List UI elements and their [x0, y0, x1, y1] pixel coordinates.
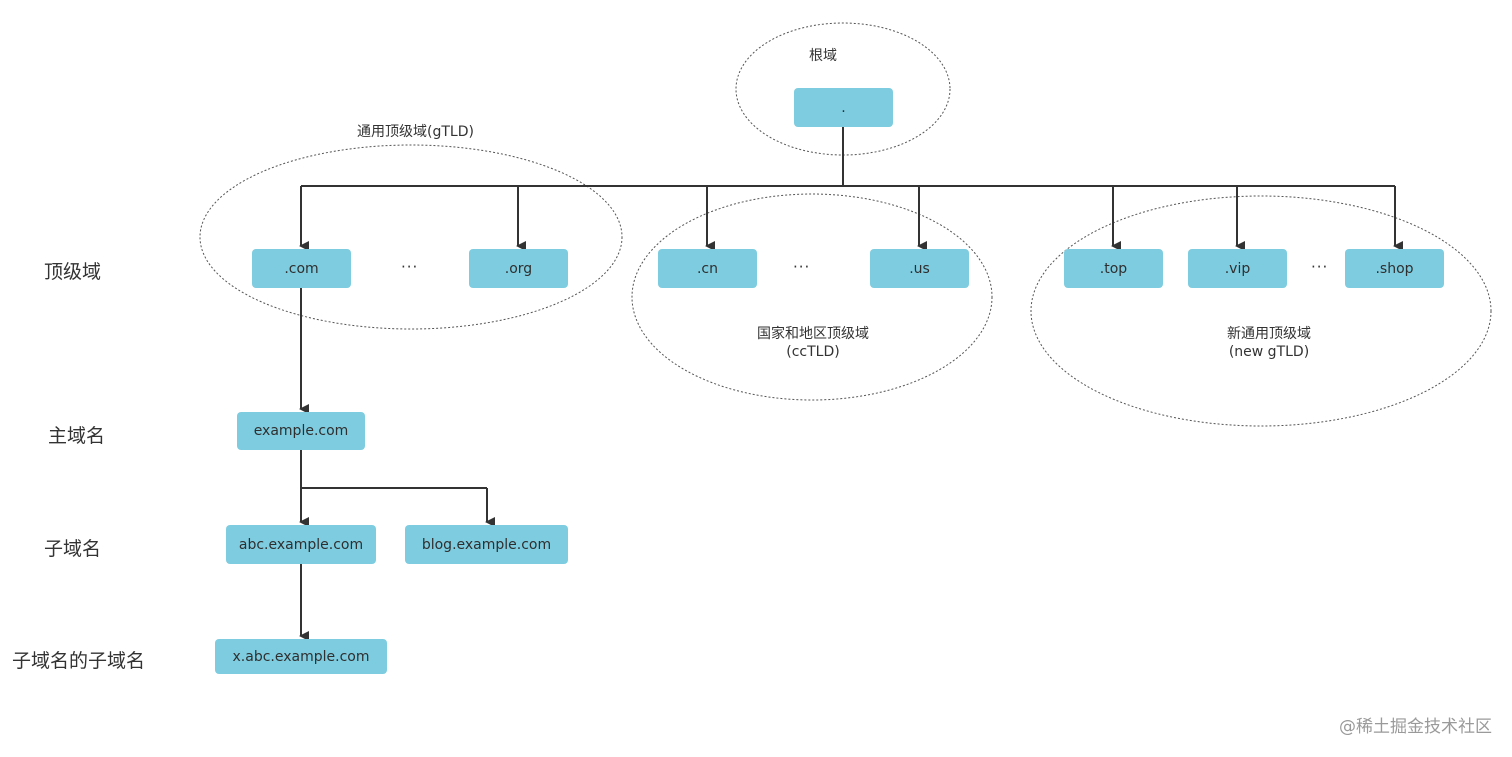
tld-node-shop: .shop: [1345, 249, 1444, 288]
cctld-ellipsis: ···: [793, 258, 811, 276]
root-node: .: [794, 88, 893, 127]
sub-subdomain-node: x.abc.example.com: [215, 639, 387, 674]
watermark: @稀土掘金技术社区: [1339, 717, 1492, 737]
tld-node-com: .com: [252, 249, 351, 288]
level-label-sub-subdomain: 子域名的子域名: [12, 650, 146, 672]
gtld-group-label: 通用顶级域(gTLD): [357, 124, 474, 140]
newgtld-label-line1: 新通用顶级域: [1227, 326, 1311, 342]
tld-node-vip: .vip: [1188, 249, 1287, 288]
cctld-label-line1: 国家和地区顶级域: [757, 326, 869, 342]
level-label-subdomain: 子域名: [44, 538, 102, 560]
gtld-group-ellipse: [199, 144, 623, 330]
cctld-label-line2: (ccTLD): [786, 344, 840, 360]
cctld-group-ellipse: [631, 193, 993, 401]
tld-node-us: .us: [870, 249, 969, 288]
cctld-group-label: 国家和地区顶级域 (ccTLD): [738, 325, 888, 361]
newgtld-ellipsis: ···: [1311, 258, 1329, 276]
primary-domain-node: example.com: [237, 412, 365, 450]
newgtld-label-line2: (new gTLD): [1228, 344, 1310, 360]
tld-node-org: .org: [469, 249, 568, 288]
level-label-primary: 主域名: [48, 425, 106, 447]
subdomain-node-abc: abc.example.com: [226, 525, 376, 564]
gtld-ellipsis: ···: [401, 258, 419, 276]
tld-node-cn: .cn: [658, 249, 757, 288]
tld-node-top: .top: [1064, 249, 1163, 288]
level-label-tld: 顶级域: [44, 261, 102, 283]
newgtld-group-label: 新通用顶级域 (new gTLD): [1194, 325, 1344, 361]
root-label: 根域: [809, 48, 837, 64]
subdomain-node-blog: blog.example.com: [405, 525, 568, 564]
newgtld-group-ellipse: [1030, 195, 1492, 427]
